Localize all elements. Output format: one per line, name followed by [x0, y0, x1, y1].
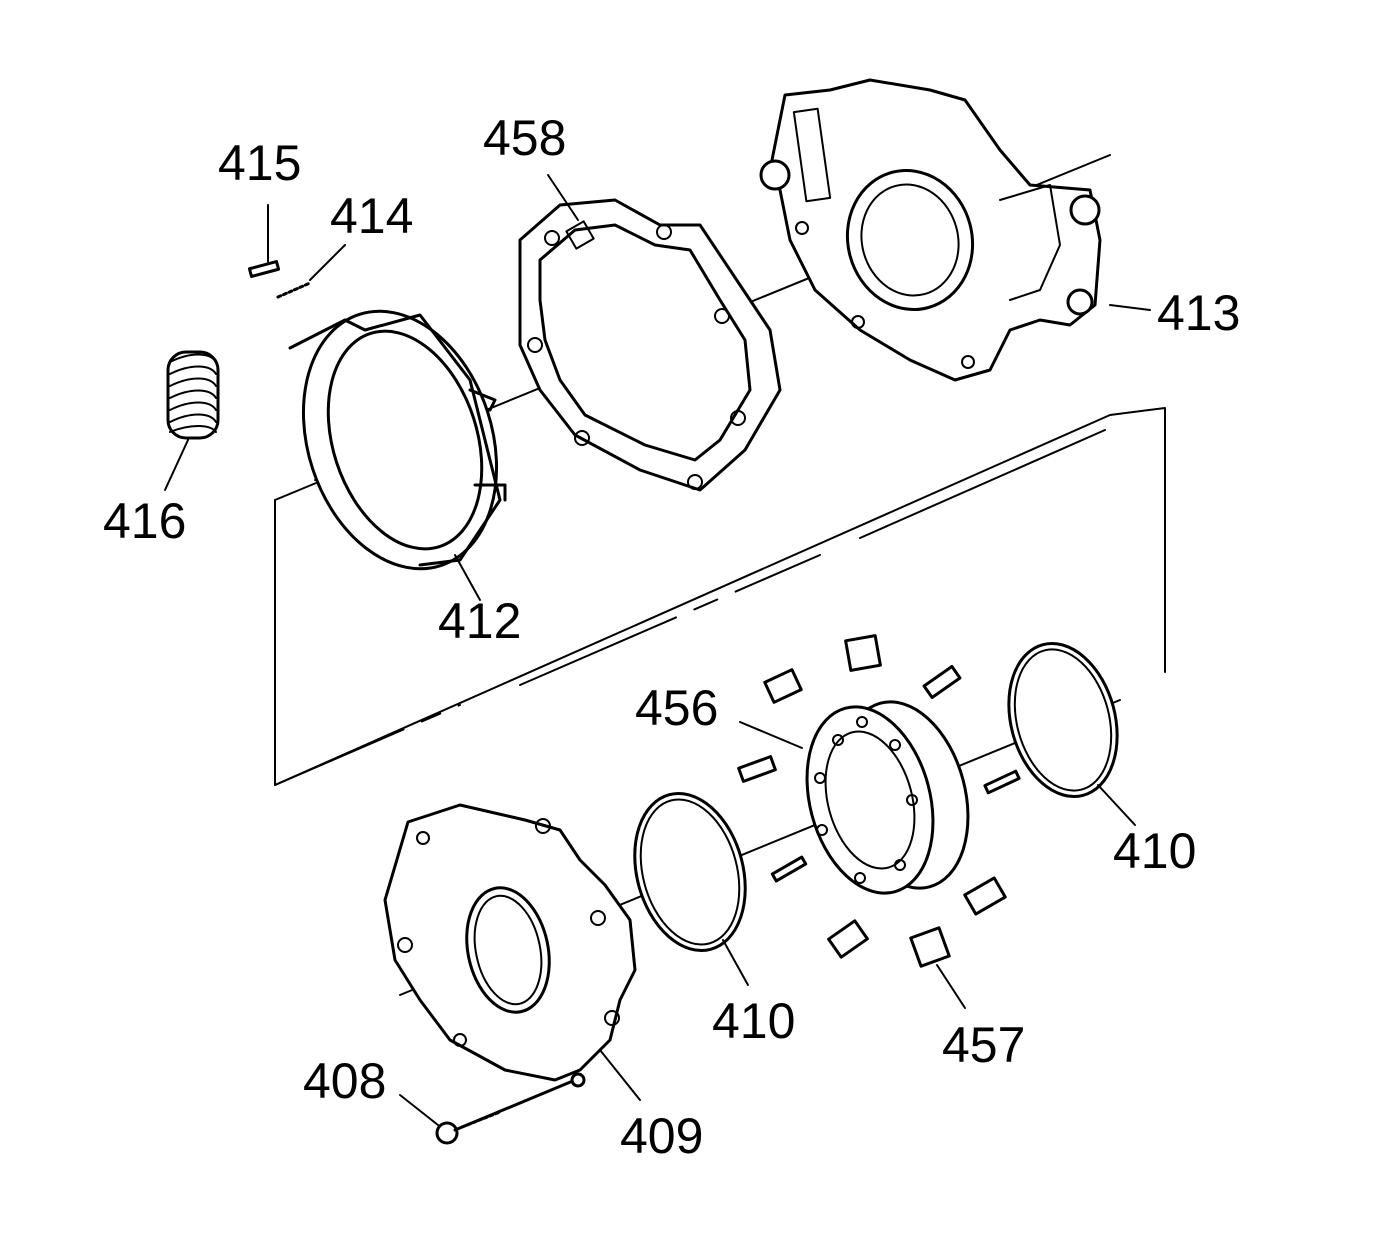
part-456-rotor	[739, 700, 970, 895]
part-410-ring-upper	[1007, 641, 1136, 826]
part-413-pump-body	[759, 78, 1151, 382]
label-458: 458	[483, 110, 566, 166]
part-410-ring-lower	[633, 792, 749, 986]
part-408-bolt	[399, 1072, 586, 1145]
label-410-upper: 410	[1113, 823, 1196, 879]
part-409-cover-plate	[383, 803, 641, 1101]
part-412-ring-housing	[288, 309, 507, 601]
label-457: 457	[942, 1017, 1025, 1073]
label-409: 409	[620, 1108, 703, 1164]
label-415: 415	[218, 135, 301, 191]
label-456: 456	[635, 680, 718, 736]
part-415-pin	[247, 204, 281, 278]
label-416: 416	[103, 493, 186, 549]
label-408: 408	[303, 1053, 386, 1109]
part-414-small-spring	[276, 244, 346, 299]
part-458-gasket	[518, 174, 782, 492]
part-416-coil-spring	[164, 350, 220, 491]
part-labels: 415 414 458 413 416 412 456 410 410 457 …	[103, 110, 1240, 1164]
label-410-lower: 410	[712, 993, 795, 1049]
label-414: 414	[330, 188, 413, 244]
part-457-vanes	[737, 634, 1021, 1009]
label-412: 412	[438, 593, 521, 649]
label-413: 413	[1157, 285, 1240, 341]
